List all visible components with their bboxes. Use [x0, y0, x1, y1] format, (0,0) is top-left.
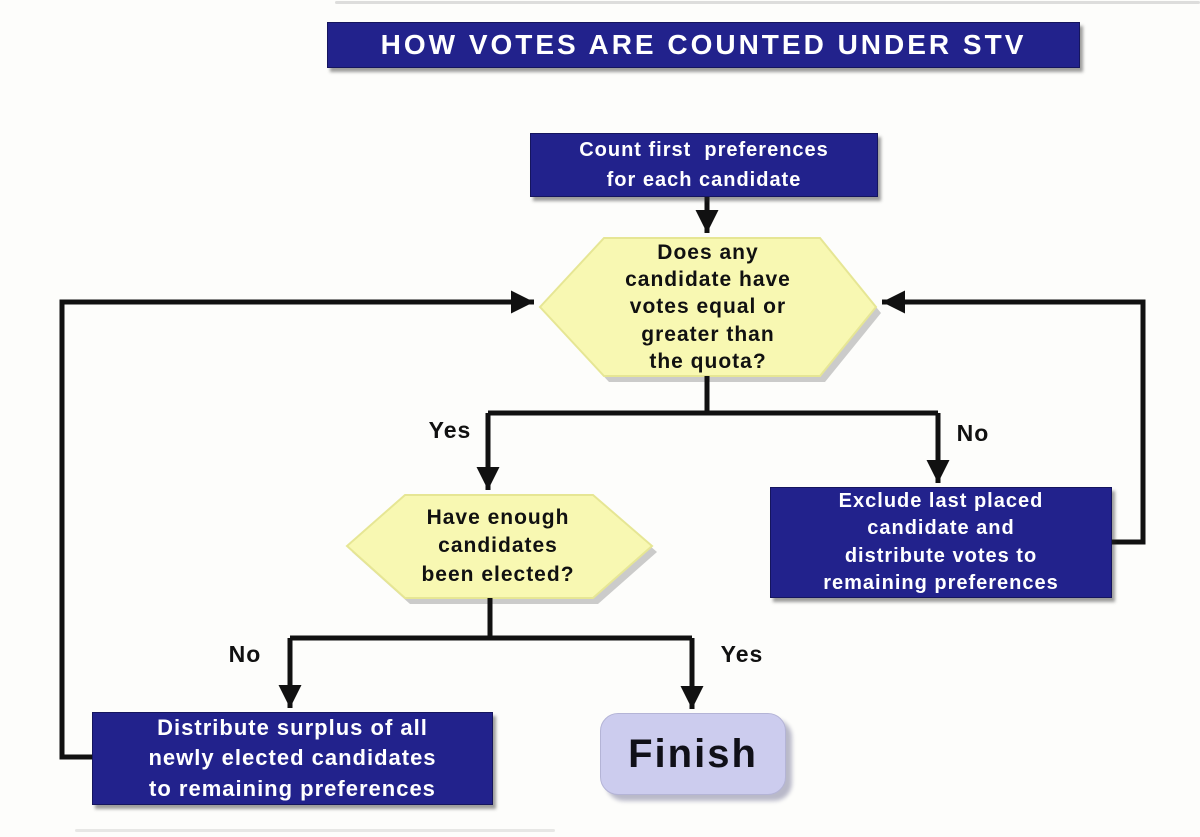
quota-decision-hexagon: [538, 237, 878, 377]
edge-label-enough-no: No: [228, 641, 262, 667]
node-exclude-last-placed: Exclude last placed candidate and distri…: [770, 487, 1112, 598]
loop-distribute-back-to-quota: [59, 290, 534, 760]
node-finish: Finish: [600, 713, 786, 795]
node-count-first-preferences: Count first preferences for each candida…: [530, 133, 878, 197]
diagram-title: HOW VOTES ARE COUNTED UNDER STV: [327, 22, 1080, 68]
node-enough-elected-label: Have enough candidates been elected?: [421, 505, 575, 586]
edge-label-quota-no: No: [956, 420, 990, 446]
enough-decision-hexagon: [345, 494, 654, 599]
scan-artifact-bottom: [75, 829, 555, 832]
edge-label-enough-yes: Yes: [720, 641, 764, 667]
node-distribute-surplus: Distribute surplus of all newly elected …: [92, 712, 493, 805]
edge-label-quota-yes: Yes: [428, 417, 472, 443]
scan-artifact-top: [335, 1, 1200, 4]
node-quota-decision-label: Does any candidate have votes equal or g…: [625, 240, 791, 373]
loop-exclude-back-to-quota: [882, 290, 1146, 545]
